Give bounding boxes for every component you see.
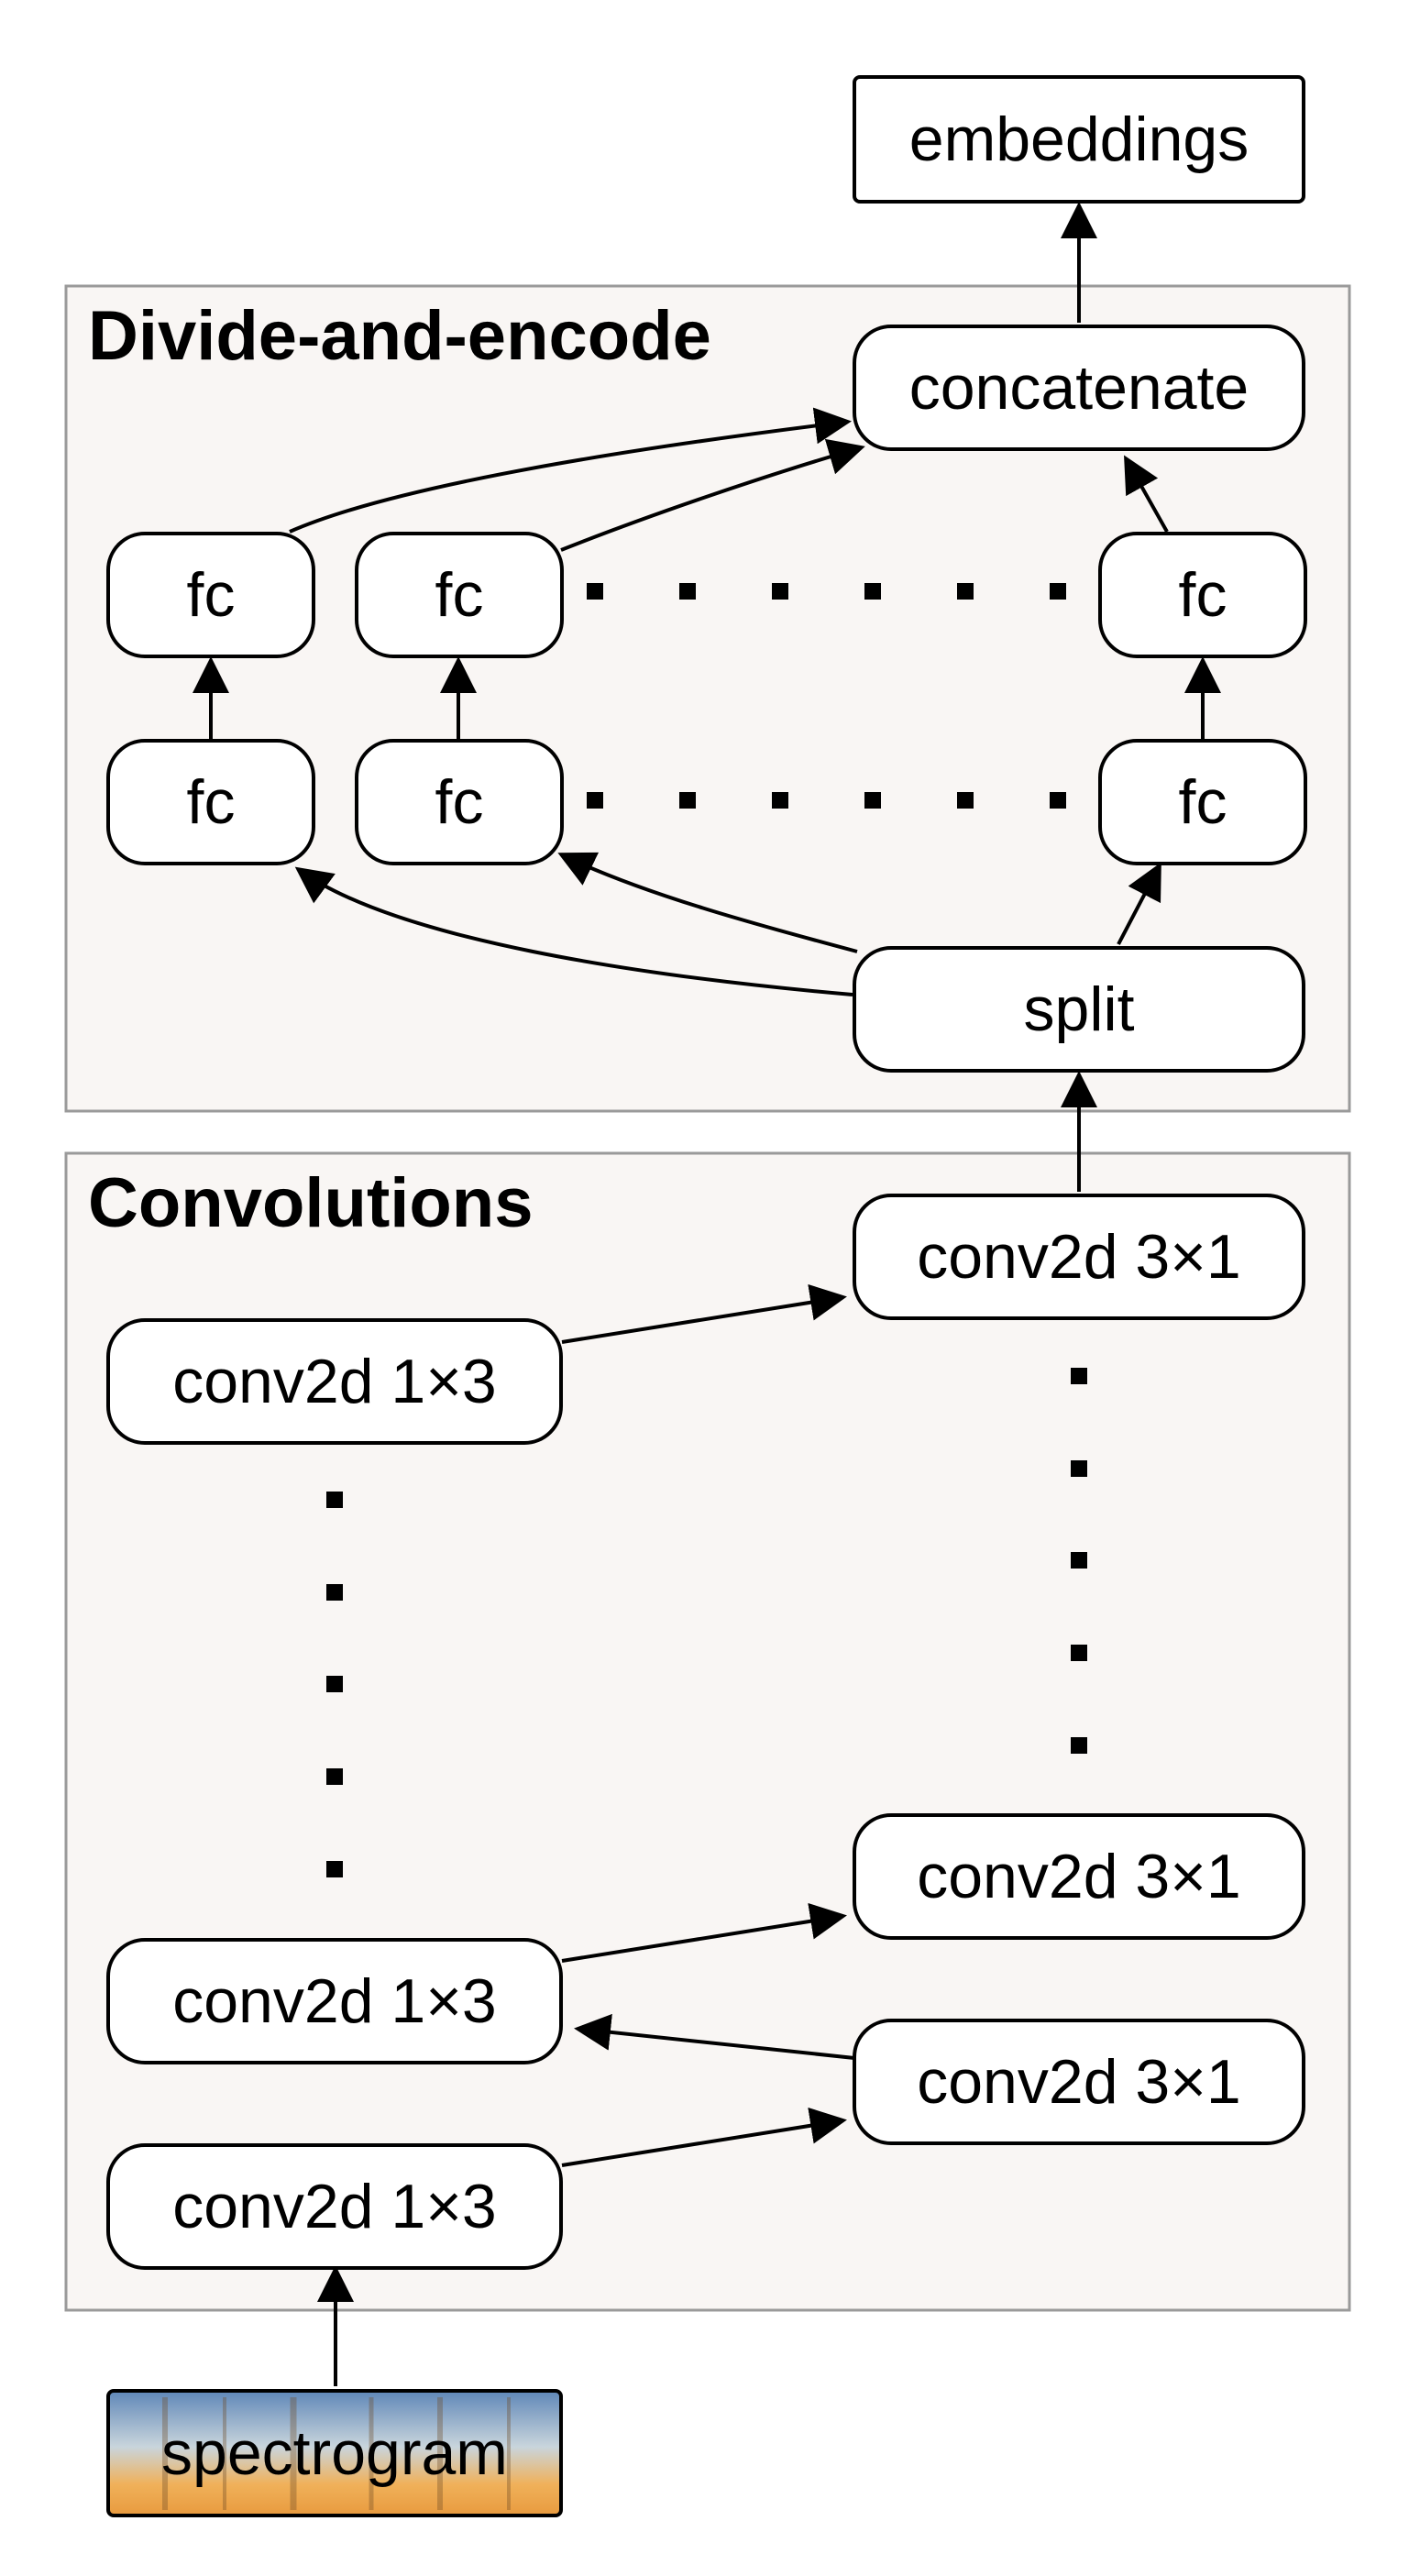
node-label: fc [187, 767, 236, 837]
edge-split-fc6 [1117, 862, 1161, 945]
dot [864, 583, 881, 600]
dot [326, 1676, 343, 1692]
dot [772, 583, 788, 600]
dot [326, 1861, 343, 1877]
dot [326, 1584, 343, 1601]
dot [326, 1768, 343, 1785]
node-fc-top-2: fc [355, 532, 564, 658]
node-fc-top-1: fc [106, 532, 315, 658]
node-conv3x1-top: conv2d 3×1 [853, 1194, 1305, 1320]
node-fc-bottom-1: fc [106, 739, 315, 865]
edge-fc3-concatenate [1124, 455, 1169, 533]
node-conv1x3-top: conv2d 1×3 [106, 1318, 563, 1445]
dot [326, 1492, 343, 1508]
spectrogram-texture [162, 2397, 511, 2510]
dot [957, 583, 974, 600]
node-label: conv2d 1×3 [172, 1966, 497, 2036]
edge-fc1-concatenate [289, 407, 852, 534]
dot [864, 792, 881, 809]
dot [1050, 583, 1066, 600]
node-conv1x3-bottom: conv2d 1×3 [106, 2143, 563, 2270]
node-label: conv2d 1×3 [172, 1347, 497, 1416]
node-label: spectrogram [161, 2418, 508, 2488]
dot [957, 792, 974, 809]
edge-split-fc5 [557, 852, 858, 953]
ellipsis-dots [326, 583, 1087, 1877]
node-concatenate: concatenate [853, 325, 1305, 451]
edge-conv1x3-top-conv3x1-top [561, 1283, 847, 1344]
node-label: fc [1179, 767, 1227, 837]
node-label: concatenate [909, 353, 1249, 423]
node-label: embeddings [909, 105, 1249, 174]
convolutions-title: Convolutions [88, 1164, 534, 1242]
node-label: fc [435, 560, 484, 630]
node-conv1x3-middle: conv2d 1×3 [106, 1938, 563, 2064]
node-label: conv2d 3×1 [917, 2047, 1241, 2117]
edge-conv1x3-mid-conv3x1-mid [561, 1902, 847, 1963]
dot [1071, 1460, 1087, 1477]
spectrogram-image [106, 2389, 563, 2517]
edge-split-fc4 [294, 866, 853, 996]
edge-fc2-concatenate [560, 438, 865, 552]
edges [193, 202, 1221, 2386]
dot [1071, 1552, 1087, 1569]
dot [1071, 1645, 1087, 1661]
node-conv3x1-bottom: conv2d 3×1 [853, 2019, 1305, 2145]
node-label: conv2d 3×1 [917, 1842, 1241, 1911]
dot [679, 792, 696, 809]
node-embeddings: embeddings [853, 75, 1305, 204]
node-label: conv2d 1×3 [172, 2172, 497, 2241]
node-label: fc [187, 560, 236, 630]
node-conv3x1-middle: conv2d 3×1 [853, 1813, 1305, 1940]
node-fc-top-3: fc [1098, 532, 1307, 658]
dot [1071, 1368, 1087, 1384]
node-fc-bottom-2: fc [355, 739, 564, 865]
node-label: fc [1179, 560, 1227, 630]
node-fc-bottom-3: fc [1098, 739, 1307, 865]
node-label: fc [435, 767, 484, 837]
dot [587, 792, 603, 809]
dot [772, 792, 788, 809]
node-spectrogram: spectrogram [106, 2389, 563, 2517]
dot [1071, 1737, 1087, 1754]
node-label: split [1024, 974, 1135, 1044]
dot [679, 583, 696, 600]
edge-conv1x3-bot-conv3x1-bot [561, 2107, 847, 2167]
edge-conv3x1-bot-conv1x3-mid [574, 2013, 855, 2060]
dot [1050, 792, 1066, 809]
node-label: conv2d 3×1 [917, 1222, 1241, 1292]
divide-and-encode-title: Divide-and-encode [88, 297, 711, 375]
node-split: split [853, 946, 1305, 1073]
dot [587, 583, 603, 600]
